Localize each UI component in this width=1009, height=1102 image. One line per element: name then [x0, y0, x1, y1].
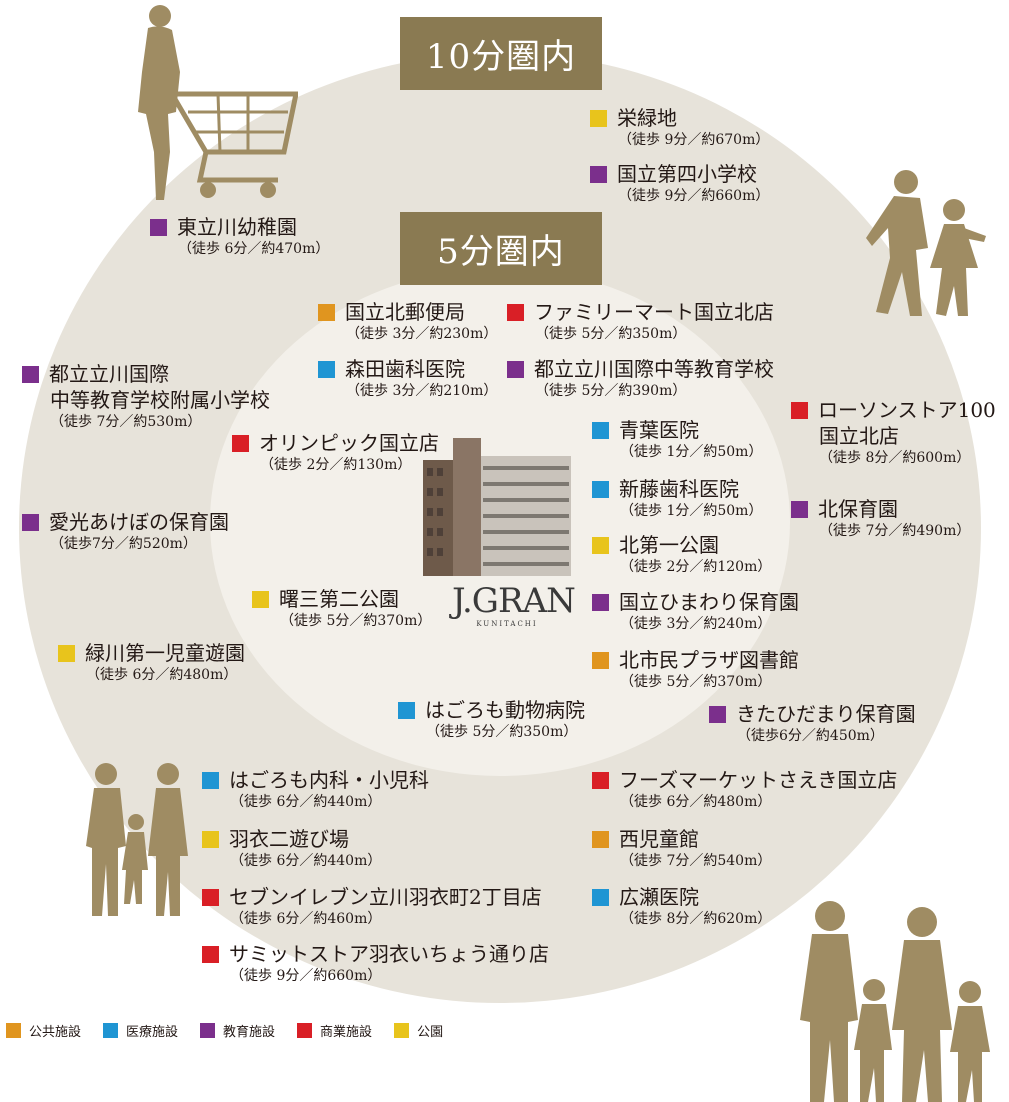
park-marker	[252, 590, 269, 608]
medical-marker	[398, 701, 415, 719]
commercial-marker	[791, 401, 808, 419]
family-silhouette-icon	[86, 763, 188, 916]
facility-lawson-store-100: ローソンストア100 国立北店 （徒歩 8分／約600m）	[791, 397, 996, 467]
education-marker	[22, 365, 39, 383]
public-marker	[318, 303, 335, 321]
legend-park: 公園	[394, 1021, 443, 1040]
facility-tachikawa-kokusai-elementary: 都立立川国際 中等教育学校附属小学校 （徒歩 7分／約530m）	[22, 361, 270, 431]
brand-name: J.GRAN	[452, 581, 576, 621]
facility-nishi-jidokan: 西児童館 （徒歩 7分／約540m）	[592, 826, 771, 870]
legend-medical: 医療施設	[103, 1021, 178, 1040]
brand-sub: KUNITACHI	[476, 620, 538, 628]
brand-logo: J.GRAN KUNITACHI	[452, 581, 576, 628]
commercial-marker	[202, 945, 219, 963]
facility-olympic: オリンピック国立店 （徒歩 2分／約130m）	[232, 430, 439, 474]
shopper-silhouette-icon	[138, 5, 298, 201]
facility-sakae-ryokuchi: 栄緑地 （徒歩 9分／約670m）	[590, 105, 769, 149]
facility-tachikawa-kokusai-secondary: 都立立川国際中等教育学校 （徒歩 5分／約390m）	[507, 356, 774, 400]
facility-aiko-akebono-nursery: 愛光あけぼの保育園 （徒歩7分／約520m）	[22, 509, 229, 553]
facility-familymart: ファミリーマート国立北店 （徒歩 5分／約350m）	[507, 299, 774, 343]
facility-kitahidamari-nursery: きたひだまり保育園 （徒歩6分／約450m）	[709, 701, 916, 745]
legend-commercial: 商業施設	[297, 1021, 372, 1040]
facility-shindo-dental: 新藤歯科医院 （徒歩 1分／約50m）	[592, 476, 762, 520]
building-image	[423, 438, 571, 576]
facility-aoba-clinic: 青葉医院 （徒歩 1分／約50m）	[592, 417, 762, 461]
park-marker	[202, 830, 219, 848]
education-marker	[709, 705, 726, 723]
education-marker	[791, 500, 808, 518]
facility-kunitachi-4th-elementary: 国立第四小学校 （徒歩 9分／約660m）	[590, 161, 769, 205]
legend: 公共施設 医療施設 教育施設 商業施設 公園	[6, 1021, 443, 1040]
commercial-marker	[507, 303, 524, 321]
medical-marker	[103, 1023, 119, 1038]
facility-higashi-tachikawa-kindergarten: 東立川幼稚園 （徒歩 6分／約470m）	[150, 214, 329, 258]
five-minute-zone-label: 5分圏内	[400, 212, 602, 285]
education-marker	[507, 360, 524, 378]
facility-akebono-daini-park: 曙三第二公園 （徒歩 5分／約370m）	[252, 586, 431, 630]
facility-himawari-nursery: 国立ひまわり保育園 （徒歩 3分／約240m）	[592, 589, 799, 633]
facility-foods-market-saeki: フーズマーケットさえき国立店 （徒歩 6分／約480m）	[592, 767, 897, 811]
public-marker	[592, 830, 609, 848]
park-marker	[394, 1023, 410, 1038]
legend-public: 公共施設	[6, 1021, 81, 1040]
facility-kita-nursery: 北保育園 （徒歩 7分／約490m）	[791, 496, 970, 540]
facility-morita-dental: 森田歯科医院 （徒歩 3分／約210m）	[318, 356, 497, 400]
park-marker	[592, 536, 609, 554]
public-marker	[6, 1023, 21, 1038]
facility-midorikawa-playground: 緑川第一児童遊園 （徒歩 6分／約480m）	[58, 640, 245, 684]
commercial-marker	[297, 1023, 313, 1038]
facility-hagoromo-animal-hospital: はごろも動物病院 （徒歩 5分／約350m）	[398, 697, 585, 741]
facility-kita-daiichi-park: 北第一公園 （徒歩 2分／約120m）	[592, 532, 771, 576]
facility-kita-plaza-library: 北市民プラザ図書館 （徒歩 5分／約370m）	[592, 647, 799, 691]
medical-marker	[202, 771, 219, 789]
commercial-marker	[592, 771, 609, 789]
medical-marker	[592, 421, 609, 439]
medical-marker	[592, 888, 609, 906]
family-walking-silhouette-icon	[800, 901, 990, 1102]
facility-summit-store: サミットストア羽衣いちょう通り店 （徒歩 9分／約660m）	[202, 941, 549, 985]
education-marker	[200, 1023, 216, 1038]
education-marker	[150, 218, 167, 236]
facility-kunitachi-kita-post-office: 国立北郵便局 （徒歩 3分／約230m）	[318, 299, 497, 343]
public-marker	[592, 651, 609, 669]
legend-education: 教育施設	[200, 1021, 275, 1040]
facility-hirose-clinic: 広瀬医院 （徒歩 8分／約620m）	[592, 884, 771, 928]
education-marker	[590, 165, 607, 183]
park-marker	[590, 109, 607, 127]
ten-minute-zone-label: 10分圏内	[400, 17, 602, 90]
facility-seven-eleven: セブンイレブン立川羽衣町2丁目店 （徒歩 6分／約460m）	[202, 884, 542, 928]
facility-hagoromo-playground: 羽衣二遊び場 （徒歩 6分／約440m）	[202, 826, 381, 870]
medical-marker	[318, 360, 335, 378]
running-children-silhouette-icon	[866, 170, 986, 316]
commercial-marker	[202, 888, 219, 906]
education-marker	[22, 513, 39, 531]
education-marker	[592, 593, 609, 611]
medical-marker	[592, 480, 609, 498]
facility-hagoromo-clinic: はごろも内科・小児科 （徒歩 6分／約440m）	[202, 767, 429, 811]
park-marker	[58, 644, 75, 662]
commercial-marker	[232, 434, 249, 452]
